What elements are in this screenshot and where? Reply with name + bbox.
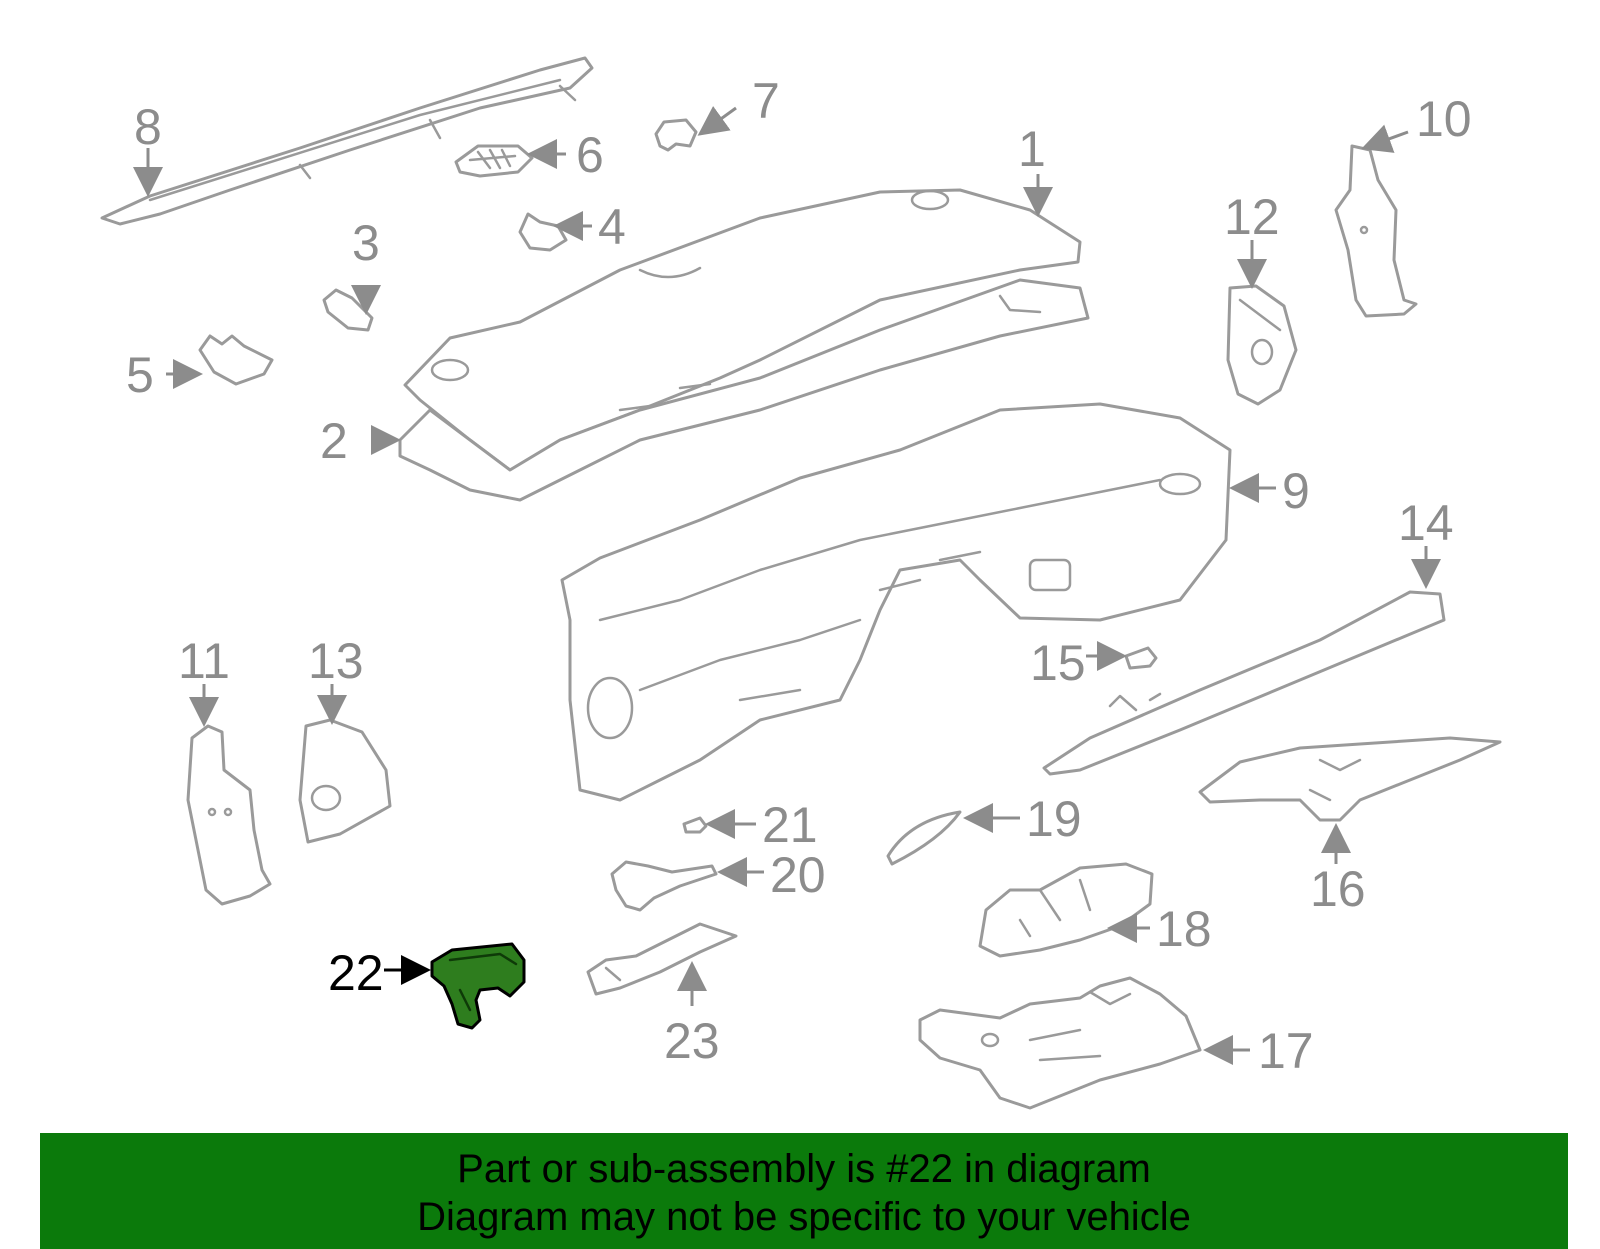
part-3-bracket: [322, 288, 374, 332]
part-15-plug: [1124, 646, 1158, 670]
callout-10: 10: [1416, 91, 1472, 147]
callout-4: 4: [598, 199, 626, 255]
callout-21: 21: [762, 797, 818, 853]
part-14-rail: [1042, 590, 1446, 776]
part-21-plug: [682, 816, 708, 834]
callout-22: 22: [328, 945, 384, 1001]
callout-19: 19: [1026, 791, 1082, 847]
part-8-rail: [100, 56, 594, 226]
callout-13: 13: [308, 633, 364, 689]
part-22-bracket-highlighted: [430, 942, 526, 1030]
part-7-clip: [654, 118, 698, 152]
banner-line-1: Part or sub-assembly is #22 in diagram: [457, 1147, 1151, 1191]
callout-14: 14: [1398, 495, 1454, 551]
parts-diagram: 1 2 3 4 5 6 7 8 9 10 11 12 13 14 15 16 1…: [100, 56, 1502, 1110]
callout-1: 1: [1018, 121, 1046, 177]
callout-9: 9: [1282, 463, 1310, 519]
callout-6: 6: [576, 127, 604, 183]
callout-labels: 1 2 3 4 5 6 7 8 9 10 11 12 13 14 15 16 1…: [126, 73, 1472, 1079]
part-9-panel-frame: [560, 402, 1232, 802]
part-12-end-cap: [1226, 284, 1298, 406]
part-18-duct: [978, 862, 1154, 958]
part-10-bracket: [1334, 144, 1418, 318]
callout-23: 23: [664, 1013, 720, 1069]
callout-12: 12: [1224, 189, 1280, 245]
callout-18: 18: [1156, 901, 1212, 957]
part-13-end-cap: [298, 718, 392, 844]
part-5-bracket: [198, 334, 274, 386]
callout-16: 16: [1310, 861, 1366, 917]
part-4-bracket: [518, 212, 568, 252]
callout-8: 8: [134, 99, 162, 155]
callout-15: 15: [1030, 635, 1086, 691]
info-banner: Part or sub-assembly is #22 in diagram D…: [40, 1133, 1568, 1249]
part-6-vent: [454, 144, 534, 178]
callout-7: 7: [752, 73, 780, 129]
part-16-bracket: [1198, 736, 1502, 822]
part-20-bracket: [610, 860, 718, 912]
callout-20: 20: [770, 847, 826, 903]
callout-11: 11: [178, 633, 230, 689]
callout-17: 17: [1258, 1023, 1314, 1079]
part-2-pad-substrate: [398, 278, 1090, 502]
callout-2: 2: [320, 413, 348, 469]
callout-5: 5: [126, 347, 154, 403]
part-23-duct: [586, 922, 738, 996]
part-17-duct: [918, 976, 1202, 1110]
part-11-bracket: [186, 724, 272, 906]
callout-3: 3: [352, 215, 380, 271]
part-19-trim: [886, 810, 962, 866]
banner-line-2: Diagram may not be specific to your vehi…: [417, 1195, 1191, 1239]
leader-lines: [133, 106, 1441, 1065]
